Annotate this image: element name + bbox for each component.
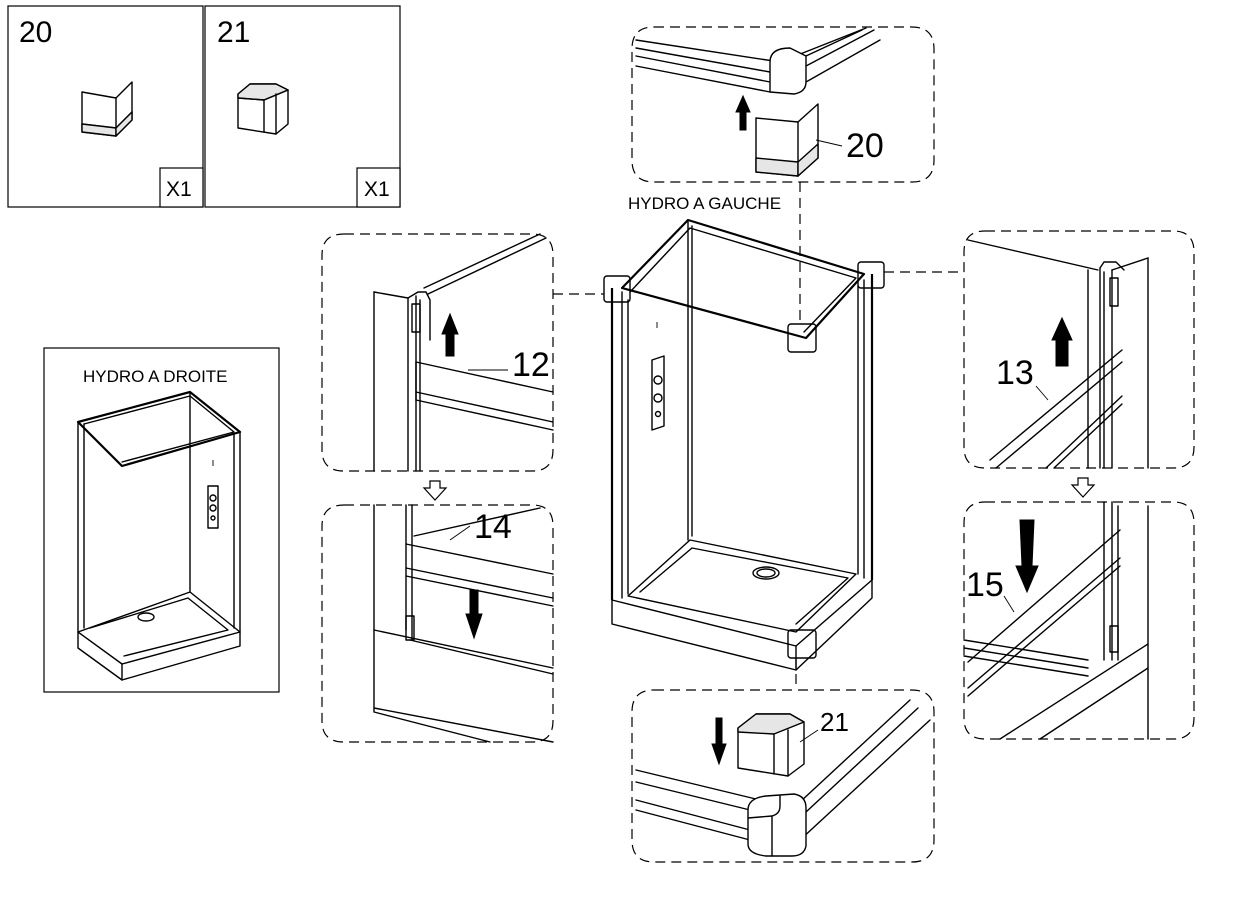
next-step-arrow-icon [422,480,448,501]
part-number-20: 20 [19,16,52,49]
corner-cap-lower-detail [737,713,805,777]
detail-left-upper: 12 [321,233,554,472]
detail-left-lower: 14 [321,504,554,743]
part-quantity-21: X1 [364,178,390,201]
part-quantity-20: X1 [166,178,192,201]
up-arrow-icon [1051,316,1073,367]
callout-13: 13 [996,354,1034,392]
detail-right-lower: 15 [963,501,1195,740]
callout-21: 21 [820,707,849,737]
main-view-title: HYDRO A GAUCHE [628,194,781,213]
part-card-20: 20 X1 [7,5,204,208]
corner-cap-upper-detail [755,103,819,177]
callout-14: 14 [474,508,512,546]
next-step-arrow-icon [1070,477,1096,498]
part-number-21: 21 [217,16,250,49]
shower-cabin-right-illustration [76,390,242,681]
corner-cap-upper-icon [81,81,133,137]
detail-connectors [553,182,962,690]
detail-right-upper: 13 [963,230,1195,469]
corner-cap-lower-icon [237,83,289,135]
detail-top-corner: 20 [631,26,935,183]
alternate-view-title: HYDRO A DROITE [83,367,228,386]
up-arrow-icon [441,312,459,357]
down-arrow-icon [465,589,483,640]
down-arrow-icon [711,717,727,766]
alternate-view-panel: HYDRO A DROITE [43,347,280,693]
shower-cabin-left-illustration [603,218,885,671]
up-arrow-icon [735,94,751,131]
callout-20: 20 [846,127,884,165]
down-arrow-icon [1015,519,1039,594]
part-card-21: 21 X1 [204,5,401,208]
callout-12: 12 [512,346,550,384]
callout-15: 15 [966,566,1004,604]
detail-bottom-corner: 21 [631,689,935,863]
